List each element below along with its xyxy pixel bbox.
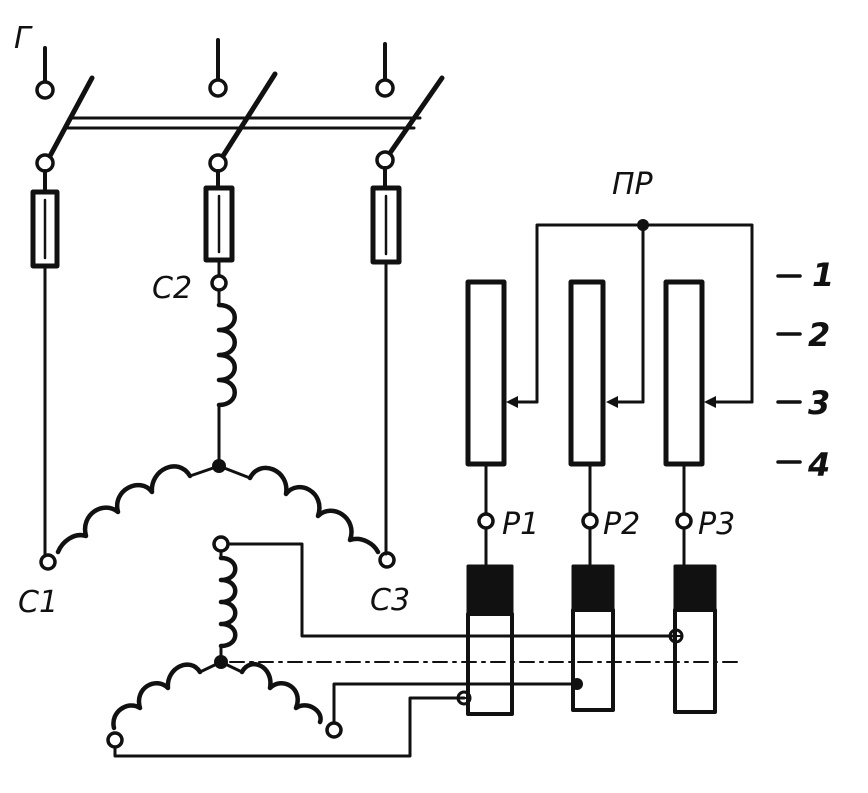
rheostat [465,219,802,467]
stator-label-c3: C3 [370,583,410,618]
stator-label-c2: C2 [152,271,192,306]
stator-winding [39,258,396,571]
position-label-4: 4 [807,446,830,484]
fuses [30,166,402,269]
position-label-3: 3 [808,384,830,422]
switch-label: Г [14,21,33,56]
rotor-terminals [477,462,693,568]
rotor-label-p3: P3 [698,507,735,542]
rotor-leads [113,542,684,758]
position-label-1: 1 [812,256,834,294]
position-label-2: 2 [808,316,830,354]
slip-rings [229,564,743,716]
three-pole-switch [35,38,445,173]
rotor-label-p1: P1 [502,507,539,542]
rotor-label-p2: P2 [603,507,640,542]
rotor-winding [106,535,343,749]
stator-label-c1: C1 [18,585,58,620]
bridge-label: ПР [612,167,654,202]
